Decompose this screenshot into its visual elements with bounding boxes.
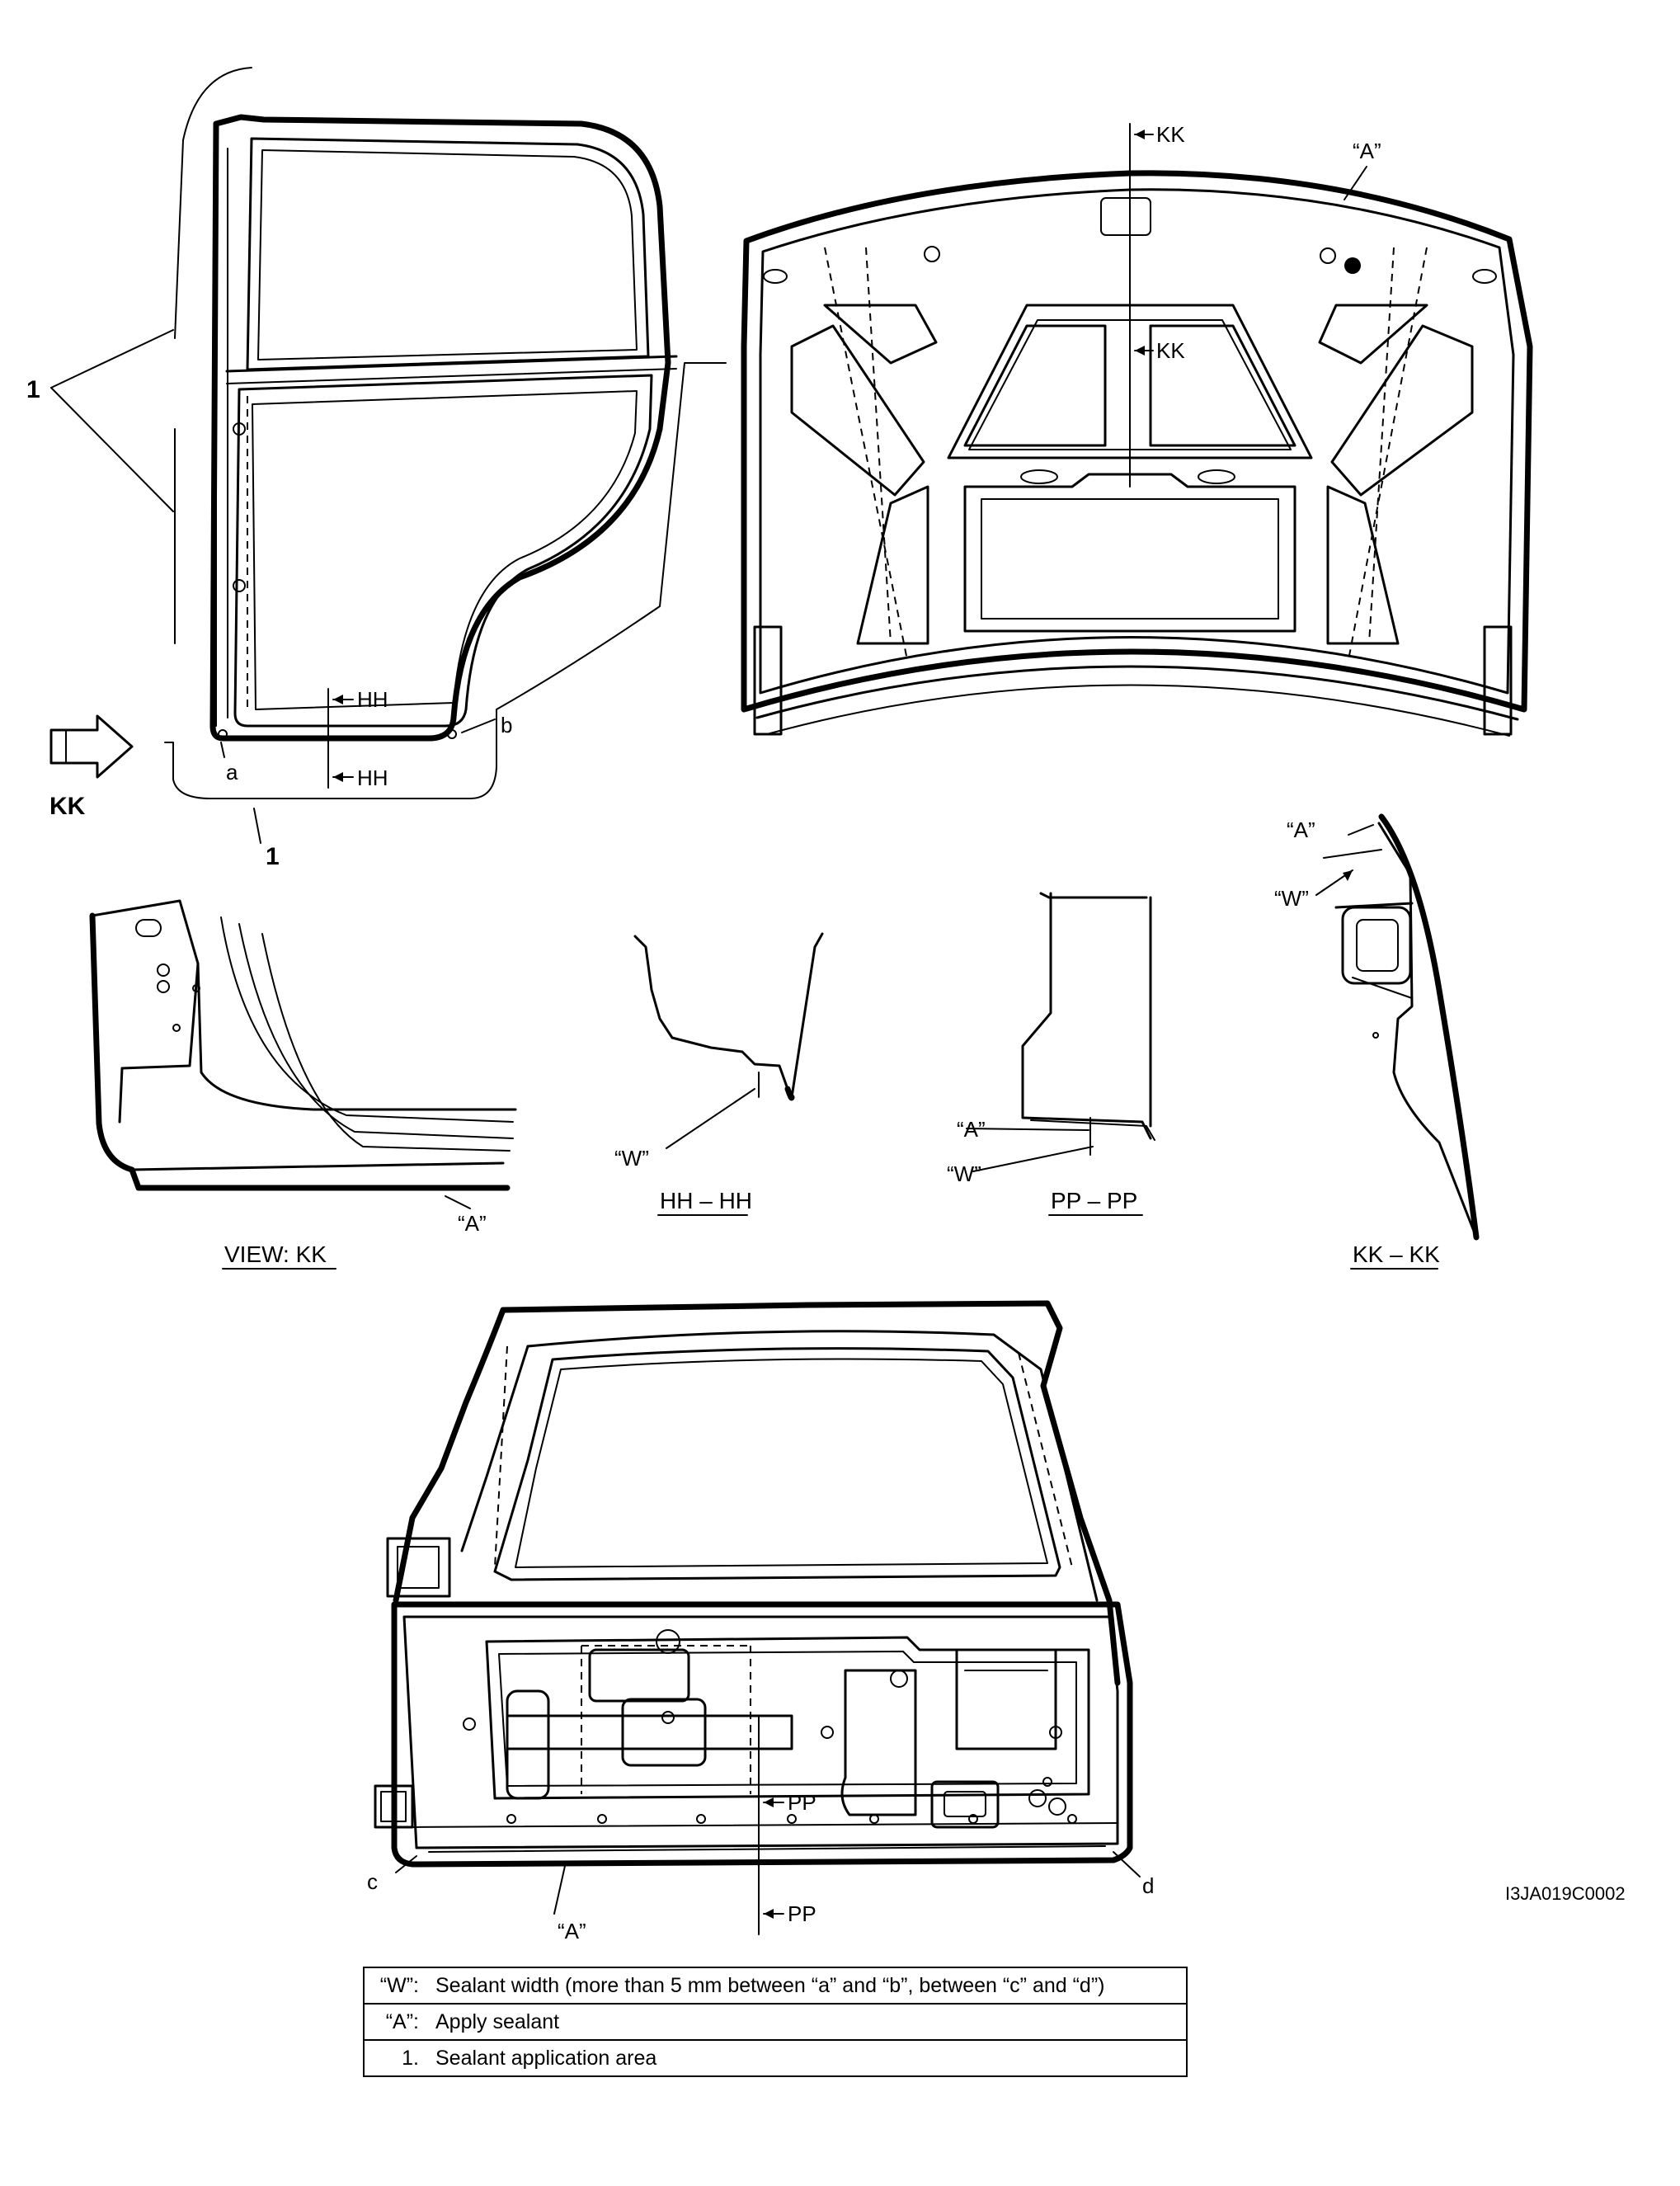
title-kk-kk: KK – KK <box>1353 1241 1440 1267</box>
title-view-kk: VIEW: KK <box>224 1241 327 1267</box>
hood-underside-drawing <box>741 123 1533 737</box>
label-pp-upper: PP <box>788 1790 816 1815</box>
title-pp-pp: PP – PP <box>1051 1188 1137 1213</box>
legend-text: Apply sealant <box>427 2003 1188 2041</box>
label-A-view-kk: “A” <box>458 1211 487 1236</box>
label-A-kk-section: “A” <box>1287 817 1315 842</box>
legend-text: Sealant width (more than 5 mm between “a… <box>427 1967 1188 2005</box>
label-W-kk-section: “W” <box>1274 886 1309 911</box>
title-hh-hh: HH – HH <box>660 1188 752 1213</box>
label-W-hh: “W” <box>614 1146 649 1171</box>
label-A-hood: “A” <box>1353 139 1381 163</box>
label-kk-view-arrow: KK <box>49 793 86 820</box>
label-hh-lower: HH <box>357 766 388 790</box>
section-kk-drawing <box>1315 813 1480 1270</box>
section-hh-drawing <box>633 932 824 1216</box>
legend-text: Sealant application area <box>427 2039 1188 2077</box>
tailgate-drawing <box>374 1300 1141 1935</box>
label-pp-lower: PP <box>788 1901 816 1926</box>
label-item-1-upper: 1 <box>26 376 40 403</box>
figure-code: I3JA019C0002 <box>1505 1883 1626 1904</box>
legend-row: 1. Sealant application area <box>363 2039 1188 2077</box>
legend-key: 1. <box>363 2039 427 2077</box>
label-kk-hood-mid: KK <box>1156 338 1185 363</box>
legend-row: “A”: Apply sealant <box>363 2003 1188 2041</box>
label-d: d <box>1142 1873 1154 1898</box>
section-pp-drawing <box>966 892 1155 1216</box>
view-kk-drawing <box>89 899 517 1270</box>
legend-key: “A”: <box>363 2003 427 2041</box>
rear-door-drawing <box>49 67 727 844</box>
label-W-pp: “W” <box>947 1161 981 1186</box>
label-hh-upper: HH <box>357 687 388 712</box>
label-b: b <box>501 713 512 737</box>
label-kk-hood-top: KK <box>1156 122 1185 147</box>
legend-row: “W”: Sealant width (more than 5 mm betwe… <box>363 1967 1188 2005</box>
legend-table: “W”: Sealant width (more than 5 mm betwe… <box>363 1967 1188 2077</box>
label-item-1-lower: 1 <box>266 843 280 870</box>
label-a: a <box>226 760 238 784</box>
label-A-tailgate: “A” <box>558 1919 586 1943</box>
legend-key: “W”: <box>363 1967 427 2005</box>
label-c: c <box>367 1869 378 1894</box>
label-A-pp: “A” <box>957 1117 986 1142</box>
